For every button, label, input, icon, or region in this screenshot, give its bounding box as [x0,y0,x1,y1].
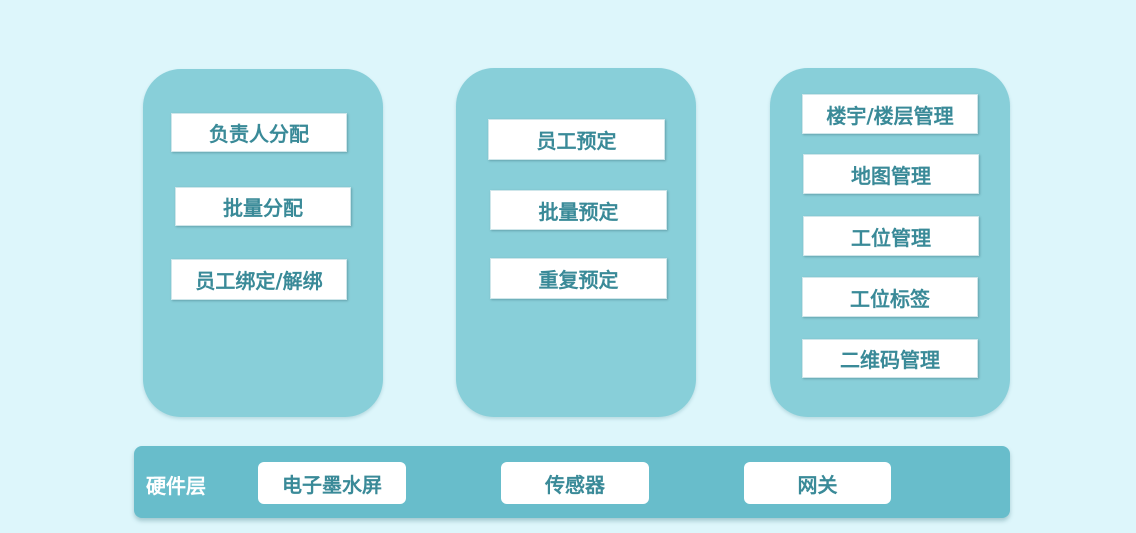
hardware-layer-label: 硬件层 [146,474,206,498]
employee-binding-box: 员工绑定/解绑 [171,259,347,300]
recurring-reservation-box: 重复预定 [490,258,667,299]
workstation-tag-box: 工位标签 [802,277,978,317]
employee-reservation-box: 员工预定 [488,119,665,160]
map-management-box: 地图管理 [803,154,979,194]
sensor-box: 传感器 [501,462,649,504]
building-floor-management-box: 楼宇/楼层管理 [802,94,978,134]
e-ink-display-box: 电子墨水屏 [258,462,406,504]
qr-code-management-box: 二维码管理 [802,339,978,378]
batch-allocation-box: 批量分配 [175,187,351,226]
batch-reservation-box: 批量预定 [490,190,667,230]
gateway-box: 网关 [744,462,891,504]
workstation-management-box: 工位管理 [803,216,979,256]
assignee-allocation-box: 负责人分配 [171,113,347,152]
